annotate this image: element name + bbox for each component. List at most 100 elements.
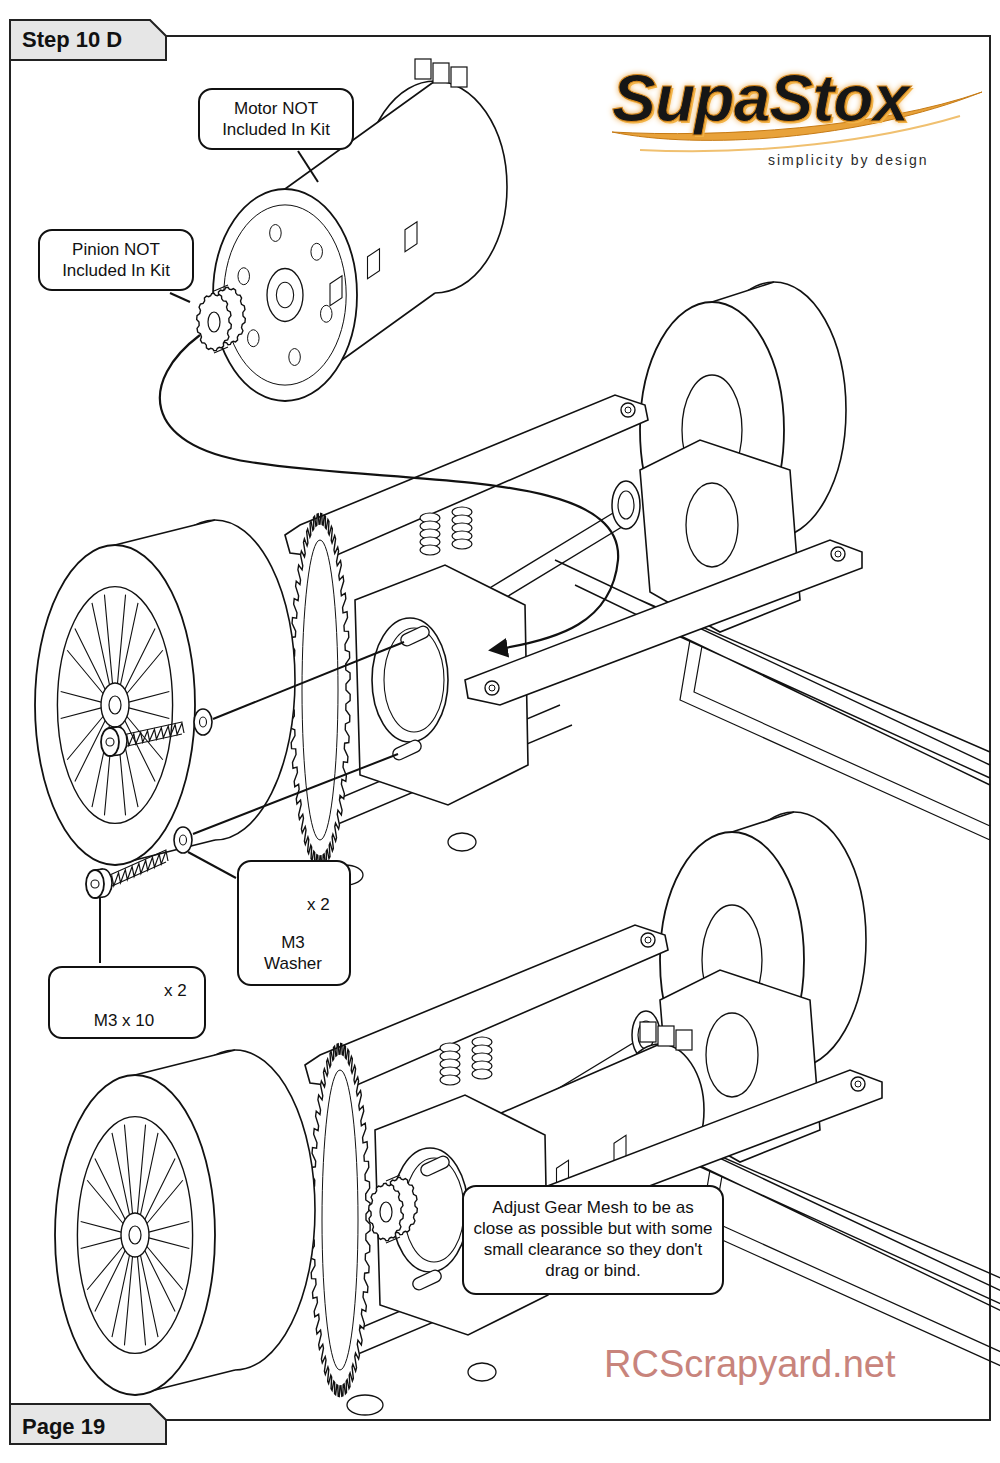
chassis-lower-front bbox=[310, 1043, 370, 1396]
page-frame bbox=[10, 1404, 166, 1444]
leader-lines bbox=[193, 754, 398, 834]
chassis-upper-front bbox=[302, 540, 338, 840]
chassis-upper-front bbox=[35, 545, 195, 865]
chassis-lower-front bbox=[144, 1245, 183, 1312]
chassis-upper-front bbox=[621, 403, 635, 417]
chassis-lower-back bbox=[320, 812, 1000, 1370]
leader-lines bbox=[99, 897, 101, 963]
callout-text: x 2 bbox=[307, 894, 343, 915]
watermark: RCScrapyard.net bbox=[604, 1342, 895, 1386]
callout-text: M3 x 10 bbox=[56, 1010, 192, 1031]
chassis-lower-front bbox=[112, 1253, 133, 1345]
loose-parts bbox=[330, 276, 342, 306]
chassis-upper-back bbox=[618, 491, 634, 519]
chassis-upper-front bbox=[67, 715, 106, 782]
chassis-upper-front bbox=[465, 540, 862, 705]
chassis-upper-front bbox=[448, 833, 476, 851]
chassis-upper-back bbox=[686, 483, 738, 567]
insert-arrow bbox=[160, 335, 618, 650]
chassis-lower-front bbox=[137, 1253, 158, 1345]
callout-text: Motor NOT Included In Kit bbox=[206, 98, 346, 140]
chassis-upper-front bbox=[372, 618, 448, 742]
chassis-upper-front bbox=[399, 624, 431, 648]
chassis-upper-front bbox=[35, 395, 862, 885]
page-frame bbox=[10, 20, 166, 60]
chassis-upper-front bbox=[489, 685, 495, 691]
loose-parts bbox=[311, 243, 323, 260]
installed-pinion bbox=[369, 1175, 418, 1243]
loose-parts bbox=[101, 728, 119, 756]
loose-parts bbox=[368, 249, 380, 279]
chassis-upper-front bbox=[391, 738, 423, 762]
installed-pinion bbox=[380, 1202, 392, 1222]
chassis-lower-front bbox=[137, 1125, 158, 1217]
loose-parts bbox=[174, 827, 192, 853]
callout-text: Pinion NOT Included In Kit bbox=[46, 239, 186, 281]
chassis-lower-front bbox=[641, 933, 655, 947]
chassis-lower-back bbox=[706, 1013, 758, 1097]
insert-arrow bbox=[160, 335, 618, 650]
callout-box: x 2 M3 Washer bbox=[237, 860, 351, 986]
loose-parts bbox=[270, 225, 282, 242]
callout-text: M3 Washer bbox=[258, 932, 328, 974]
page-frame bbox=[10, 20, 990, 1444]
chassis-lower-front bbox=[121, 1213, 149, 1257]
chassis-lower-front bbox=[411, 1268, 443, 1292]
chassis-lower-front bbox=[305, 925, 668, 1088]
chassis-upper-front bbox=[117, 595, 138, 687]
installed-motor bbox=[676, 1030, 692, 1050]
leader-lines bbox=[298, 151, 318, 182]
chassis-upper-front bbox=[101, 683, 129, 727]
loose-parts bbox=[120, 723, 184, 747]
loose-parts bbox=[238, 268, 250, 285]
callout-box: Motor NOT Included In Kit bbox=[198, 88, 354, 150]
chassis-lower-front bbox=[77, 1117, 192, 1354]
loose-parts bbox=[105, 851, 168, 889]
chassis-upper-front bbox=[109, 696, 121, 714]
page-number: Page 19 bbox=[22, 1414, 105, 1440]
chassis-upper-front bbox=[61, 692, 103, 719]
chassis-lower-front bbox=[440, 1075, 460, 1085]
chassis-lower-front bbox=[419, 1154, 451, 1178]
chassis-lower-front bbox=[112, 1125, 133, 1217]
chassis-lower-front bbox=[855, 1081, 861, 1087]
chassis-upper-front bbox=[831, 547, 845, 561]
chassis-upper-front bbox=[127, 692, 169, 719]
chassis-upper-front bbox=[485, 681, 499, 695]
brand-tagline: simplicity by design bbox=[768, 151, 929, 169]
chassis-lower-front bbox=[322, 1070, 358, 1370]
chassis-upper-front bbox=[625, 407, 631, 413]
loose-parts bbox=[200, 717, 207, 727]
loose-parts bbox=[106, 738, 114, 746]
loose-parts bbox=[180, 835, 187, 845]
step-title: Step 10 D bbox=[22, 27, 122, 53]
chassis-lower-front bbox=[129, 1226, 141, 1244]
loose-parts bbox=[91, 880, 99, 888]
loose-parts bbox=[86, 870, 104, 898]
leader-lines bbox=[188, 852, 236, 878]
chassis-lower-front bbox=[55, 1075, 215, 1395]
loose-parts bbox=[451, 67, 467, 87]
callout-text: x 2 bbox=[164, 980, 198, 1001]
loose-parts bbox=[197, 293, 232, 350]
installed-pinion bbox=[369, 1183, 404, 1240]
installed-motor bbox=[640, 1022, 656, 1042]
chassis-lower-front bbox=[347, 1395, 383, 1415]
chassis-lower-front bbox=[472, 1069, 492, 1079]
leader-lines bbox=[213, 642, 404, 719]
callout-box: Adjust Gear Mesh to be as close as possi… bbox=[462, 1185, 724, 1295]
chassis-upper-front bbox=[124, 715, 163, 782]
chassis-lower-front bbox=[147, 1222, 189, 1249]
loose-parts bbox=[415, 59, 431, 79]
chassis-upper-front bbox=[420, 545, 440, 555]
callout-box: Pinion NOT Included In Kit bbox=[38, 229, 194, 291]
chassis-upper-back bbox=[300, 282, 990, 840]
loose-parts bbox=[276, 282, 293, 307]
chassis-lower-back bbox=[700, 1170, 1000, 1370]
chassis-upper-front bbox=[124, 628, 163, 695]
loose-parts bbox=[321, 305, 333, 322]
chassis-upper-front bbox=[290, 513, 350, 866]
loose-parts bbox=[433, 63, 449, 83]
loose-parts bbox=[194, 709, 212, 735]
chassis-lower-front bbox=[87, 1245, 126, 1312]
